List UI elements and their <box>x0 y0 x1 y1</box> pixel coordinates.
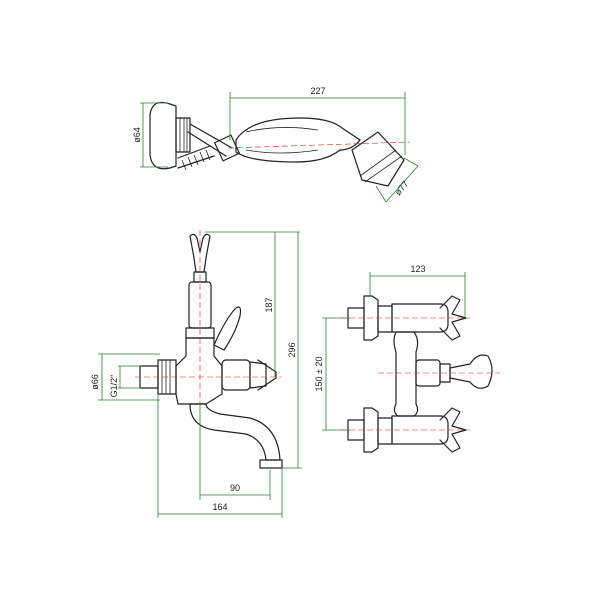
spout-aerator <box>259 459 283 469</box>
diverter-lever <box>213 306 242 351</box>
handshower-assembly: 227 ø64 ø77 <box>132 86 419 203</box>
holder-threads <box>179 118 188 152</box>
ext-line <box>375 185 387 203</box>
holder-cup <box>149 101 177 170</box>
ext-line <box>403 157 419 167</box>
dim-label-296: 296 <box>287 342 297 357</box>
dim-label-90: 90 <box>230 483 240 493</box>
upper-flange <box>363 295 379 341</box>
dim-label-227: 227 <box>310 86 325 96</box>
dim-label-64: ø64 <box>132 127 142 143</box>
handle-contour <box>245 127 319 154</box>
hose-nut <box>214 134 240 162</box>
hose-body <box>187 123 233 157</box>
dim-label-150: 150 ± 20 <box>314 357 324 392</box>
hose-ribs <box>181 149 211 171</box>
cradle-fork <box>189 233 211 273</box>
dim-label-thread: G1/2" <box>109 375 119 398</box>
cross-handle <box>257 359 277 391</box>
dim-label-123: 123 <box>410 264 425 274</box>
lower-nut <box>377 417 393 445</box>
mixer-body <box>175 337 223 405</box>
holder-collar <box>175 117 191 153</box>
dim-label-164: 164 <box>212 502 227 512</box>
dim-label-187: 187 <box>264 297 274 312</box>
lower-flange <box>363 407 379 453</box>
shower-head <box>351 131 405 187</box>
bath-spout <box>189 403 281 461</box>
handshower-centerline <box>227 141 411 149</box>
handshower-handle <box>235 117 361 163</box>
diverter-lever-top <box>449 354 493 389</box>
mixer-side-view: 187 296 ø66 G1/2" 90 164 <box>90 230 302 518</box>
dim-label-77: ø77 <box>393 179 411 197</box>
dim-line-77 <box>385 165 419 203</box>
mixer-top-view: 123 150 ± 20 <box>314 264 500 453</box>
vertical-riser <box>393 331 419 417</box>
dim-label-66: ø66 <box>90 374 100 390</box>
valve-housing <box>221 359 251 391</box>
upper-nut <box>377 305 393 333</box>
head-face <box>359 149 403 183</box>
cross-handle-hub <box>249 361 267 389</box>
